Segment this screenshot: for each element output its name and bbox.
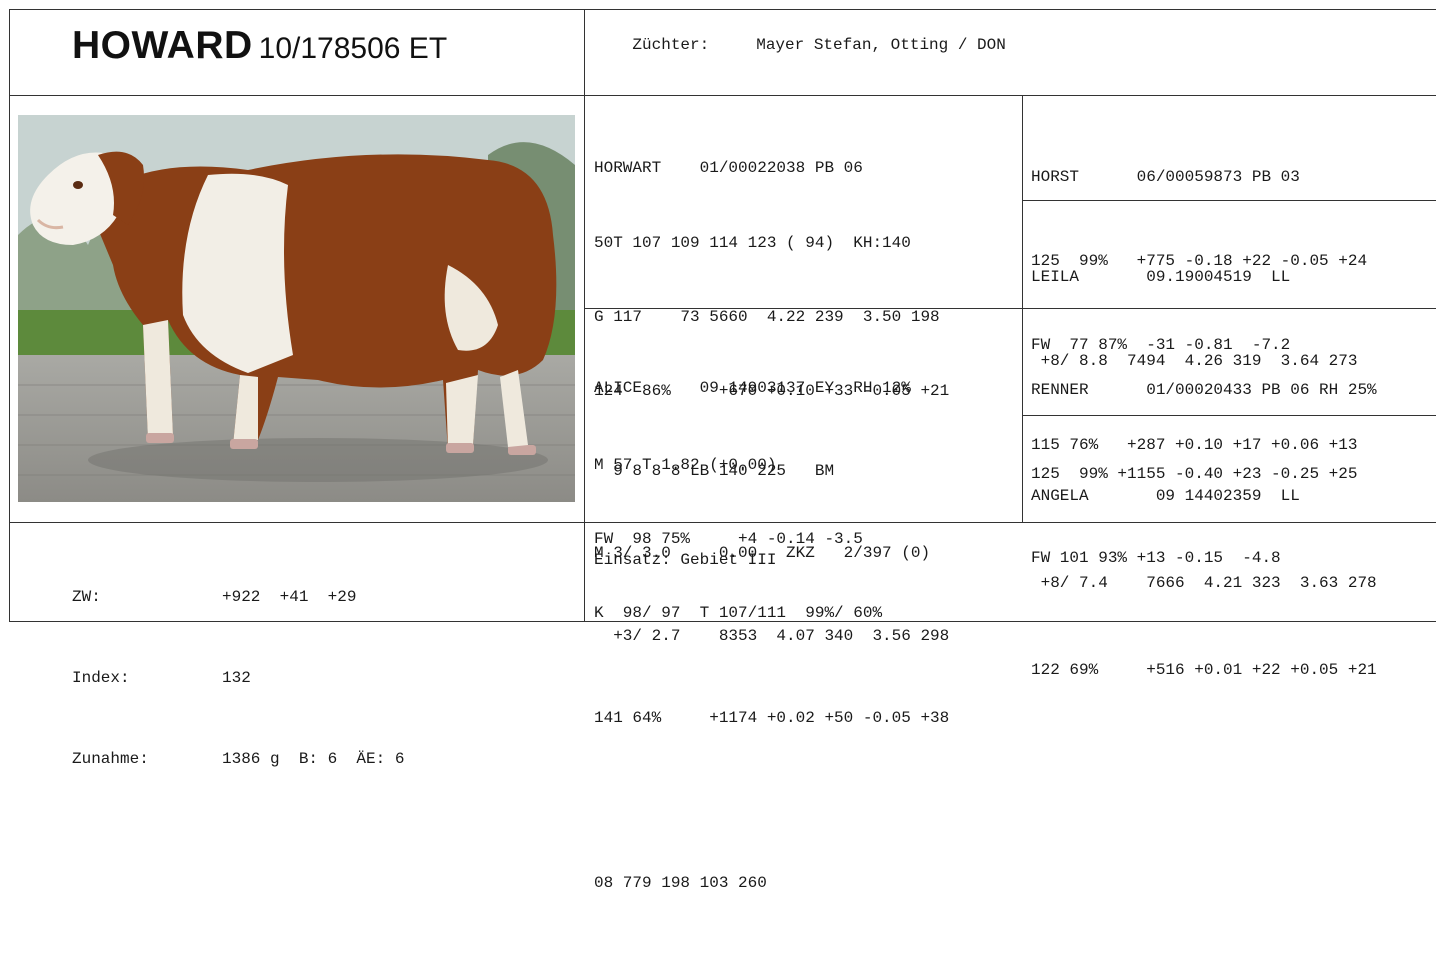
- dam-dam-line: 122 69% +516 +0.01 +22 +0.05 +21: [1031, 661, 1377, 679]
- breeder-row: Züchter: Mayer Stefan, Otting / DON: [594, 18, 1006, 72]
- index-value: 132: [222, 669, 251, 687]
- sire-line: FW 98 75% +4 -0.14 -3.5: [594, 529, 863, 548]
- dam-sire-line: RENNER 01/00020433 PB 06 RH 25%: [1031, 381, 1377, 399]
- sire-line: G 117 73 5660 4.22 239 3.50 198: [594, 307, 940, 326]
- index-row: Index: 132: [72, 665, 404, 692]
- einsatz-text: Einsatz: Gebiet III: [594, 551, 777, 569]
- sire-line: HORWART 01/00022038 PB 06: [594, 159, 863, 178]
- zunahme-value: 1386 g B: 6 ÄE: 6: [222, 750, 405, 768]
- dam-sire-line: FW 101 93% +13 -0.15 -4.8: [1031, 549, 1281, 567]
- breeder-value: Mayer Stefan, Otting / DON: [756, 36, 1006, 54]
- dam-line: 141 64% +1174 +0.02 +50 -0.05 +38: [594, 709, 950, 727]
- sire-sire-line: HORST 06/00059873 PB 03: [1031, 168, 1300, 186]
- dam-dam-block: ANGELA 09 14402359 LL +8/ 7.4 7666 4.21 …: [1031, 424, 1377, 743]
- dam-sire-block: RENNER 01/00020433 PB 06 RH 25% 125 99% …: [1031, 320, 1377, 628]
- zw-row: ZW: +922 +41 +29: [72, 584, 404, 611]
- sire-line: M 57 T 1.82 (+0.00): [594, 455, 777, 474]
- sire-line: 124 86% +670 +0.10 +33 -0.05 +21: [594, 381, 950, 400]
- zunahme-row: Zunahme: 1386 g B: 6 ÄE: 6: [72, 746, 404, 773]
- dam-sire-line: 125 99% +1155 -0.40 +23 -0.25 +25: [1031, 465, 1358, 483]
- sire-sire-block: HORST 06/00059873 PB 03 125 99% +775 -0.…: [1031, 107, 1367, 415]
- bull-photo: [18, 115, 575, 502]
- dam-dam-line: +8/ 7.4 7666 4.21 323 3.63 278: [1031, 574, 1377, 592]
- sire-block: HORWART 01/00022038 PB 06 50T 107 109 11…: [594, 107, 949, 675]
- dam-line: M 3/ 3.0 0.00 ZKZ 2/397 (0): [594, 544, 931, 562]
- animal-id: 10/178506 ET: [258, 32, 448, 65]
- dam-block: ALICE 09 14903137 EY RH 12% 9 8 8 8 LB 1…: [594, 320, 949, 953]
- zunahme-label: Zunahme:: [72, 750, 149, 768]
- zw-value: +922 +41 +29: [222, 588, 357, 606]
- dam-line: +3/ 2.7 8353 4.07 340 3.56 298: [594, 626, 950, 645]
- sire-dam-block: LEILA 09.19004519 LL +8/ 8.8 7494 4.26 3…: [1031, 207, 1357, 515]
- sire-line: 50T 107 109 114 123 ( 94) KH:140: [594, 233, 911, 252]
- animal-name: HOWARD: [72, 24, 253, 67]
- dam-dam-line: ANGELA 09 14402359 LL: [1031, 487, 1300, 505]
- sire-dam-line: +8/ 8.8 7494 4.26 319 3.64 273: [1031, 352, 1358, 370]
- sire-dam-line: 115 76% +287 +0.10 +17 +0.06 +13: [1031, 436, 1358, 454]
- index-label: Index:: [72, 669, 130, 687]
- sire-sire-line: 125 99% +775 -0.18 +22 -0.05 +24: [1031, 252, 1368, 270]
- dam-line: [594, 788, 949, 816]
- zw-label: ZW:: [72, 588, 101, 606]
- dam-line: ALICE 09 14903137 EY RH 12%: [594, 379, 911, 397]
- sire-dam-line: LEILA 09.19004519 LL: [1031, 268, 1291, 286]
- breeder-label: Züchter:: [632, 36, 710, 54]
- dam-line: 08 779 198 103 260: [594, 874, 767, 892]
- dam-line: 9 8 8 8 LB 140 225 BM: [594, 461, 835, 480]
- sire-sire-line: FW 77 87% -31 -0.81 -7.2: [1031, 336, 1291, 354]
- footer-values: ZW: +922 +41 +29 Index: 132 Zunahme: 1386 g…: [72, 530, 404, 827]
